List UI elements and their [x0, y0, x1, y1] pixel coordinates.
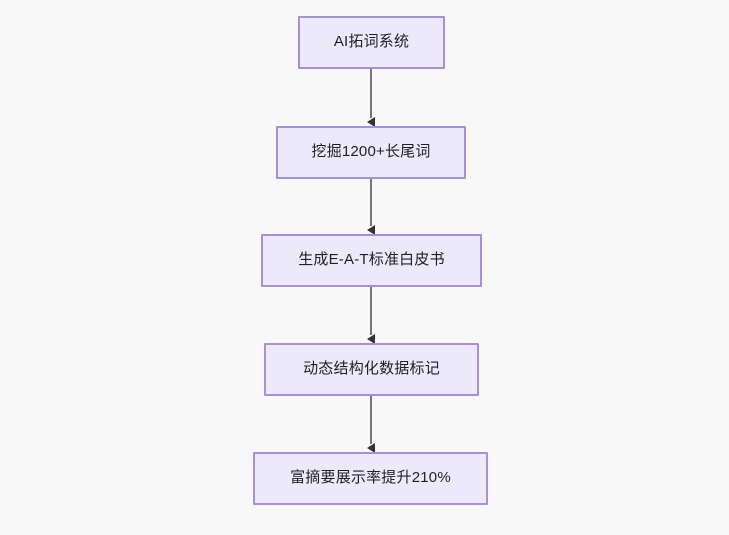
flow-node-label: 挖掘1200+长尾词	[311, 143, 431, 161]
flow-node-mine-longtail-keywords[interactable]: 挖掘1200+长尾词	[276, 126, 466, 179]
flow-node-label: 富摘要展示率提升210%	[290, 469, 451, 487]
flow-node-ai-keyword-system[interactable]: AI拓词系统	[298, 16, 445, 69]
flow-node-generate-eat-whitepaper[interactable]: 生成E-A-T标准白皮书	[261, 234, 482, 287]
flow-node-rich-snippet-rate-increase[interactable]: 富摘要展示率提升210%	[253, 452, 488, 505]
flow-node-dynamic-structured-data-markup[interactable]: 动态结构化数据标记	[264, 343, 479, 396]
flow-node-label: AI拓词系统	[333, 33, 410, 51]
flow-node-label: 生成E-A-T标准白皮书	[298, 251, 445, 269]
flow-node-label: 动态结构化数据标记	[303, 360, 440, 378]
